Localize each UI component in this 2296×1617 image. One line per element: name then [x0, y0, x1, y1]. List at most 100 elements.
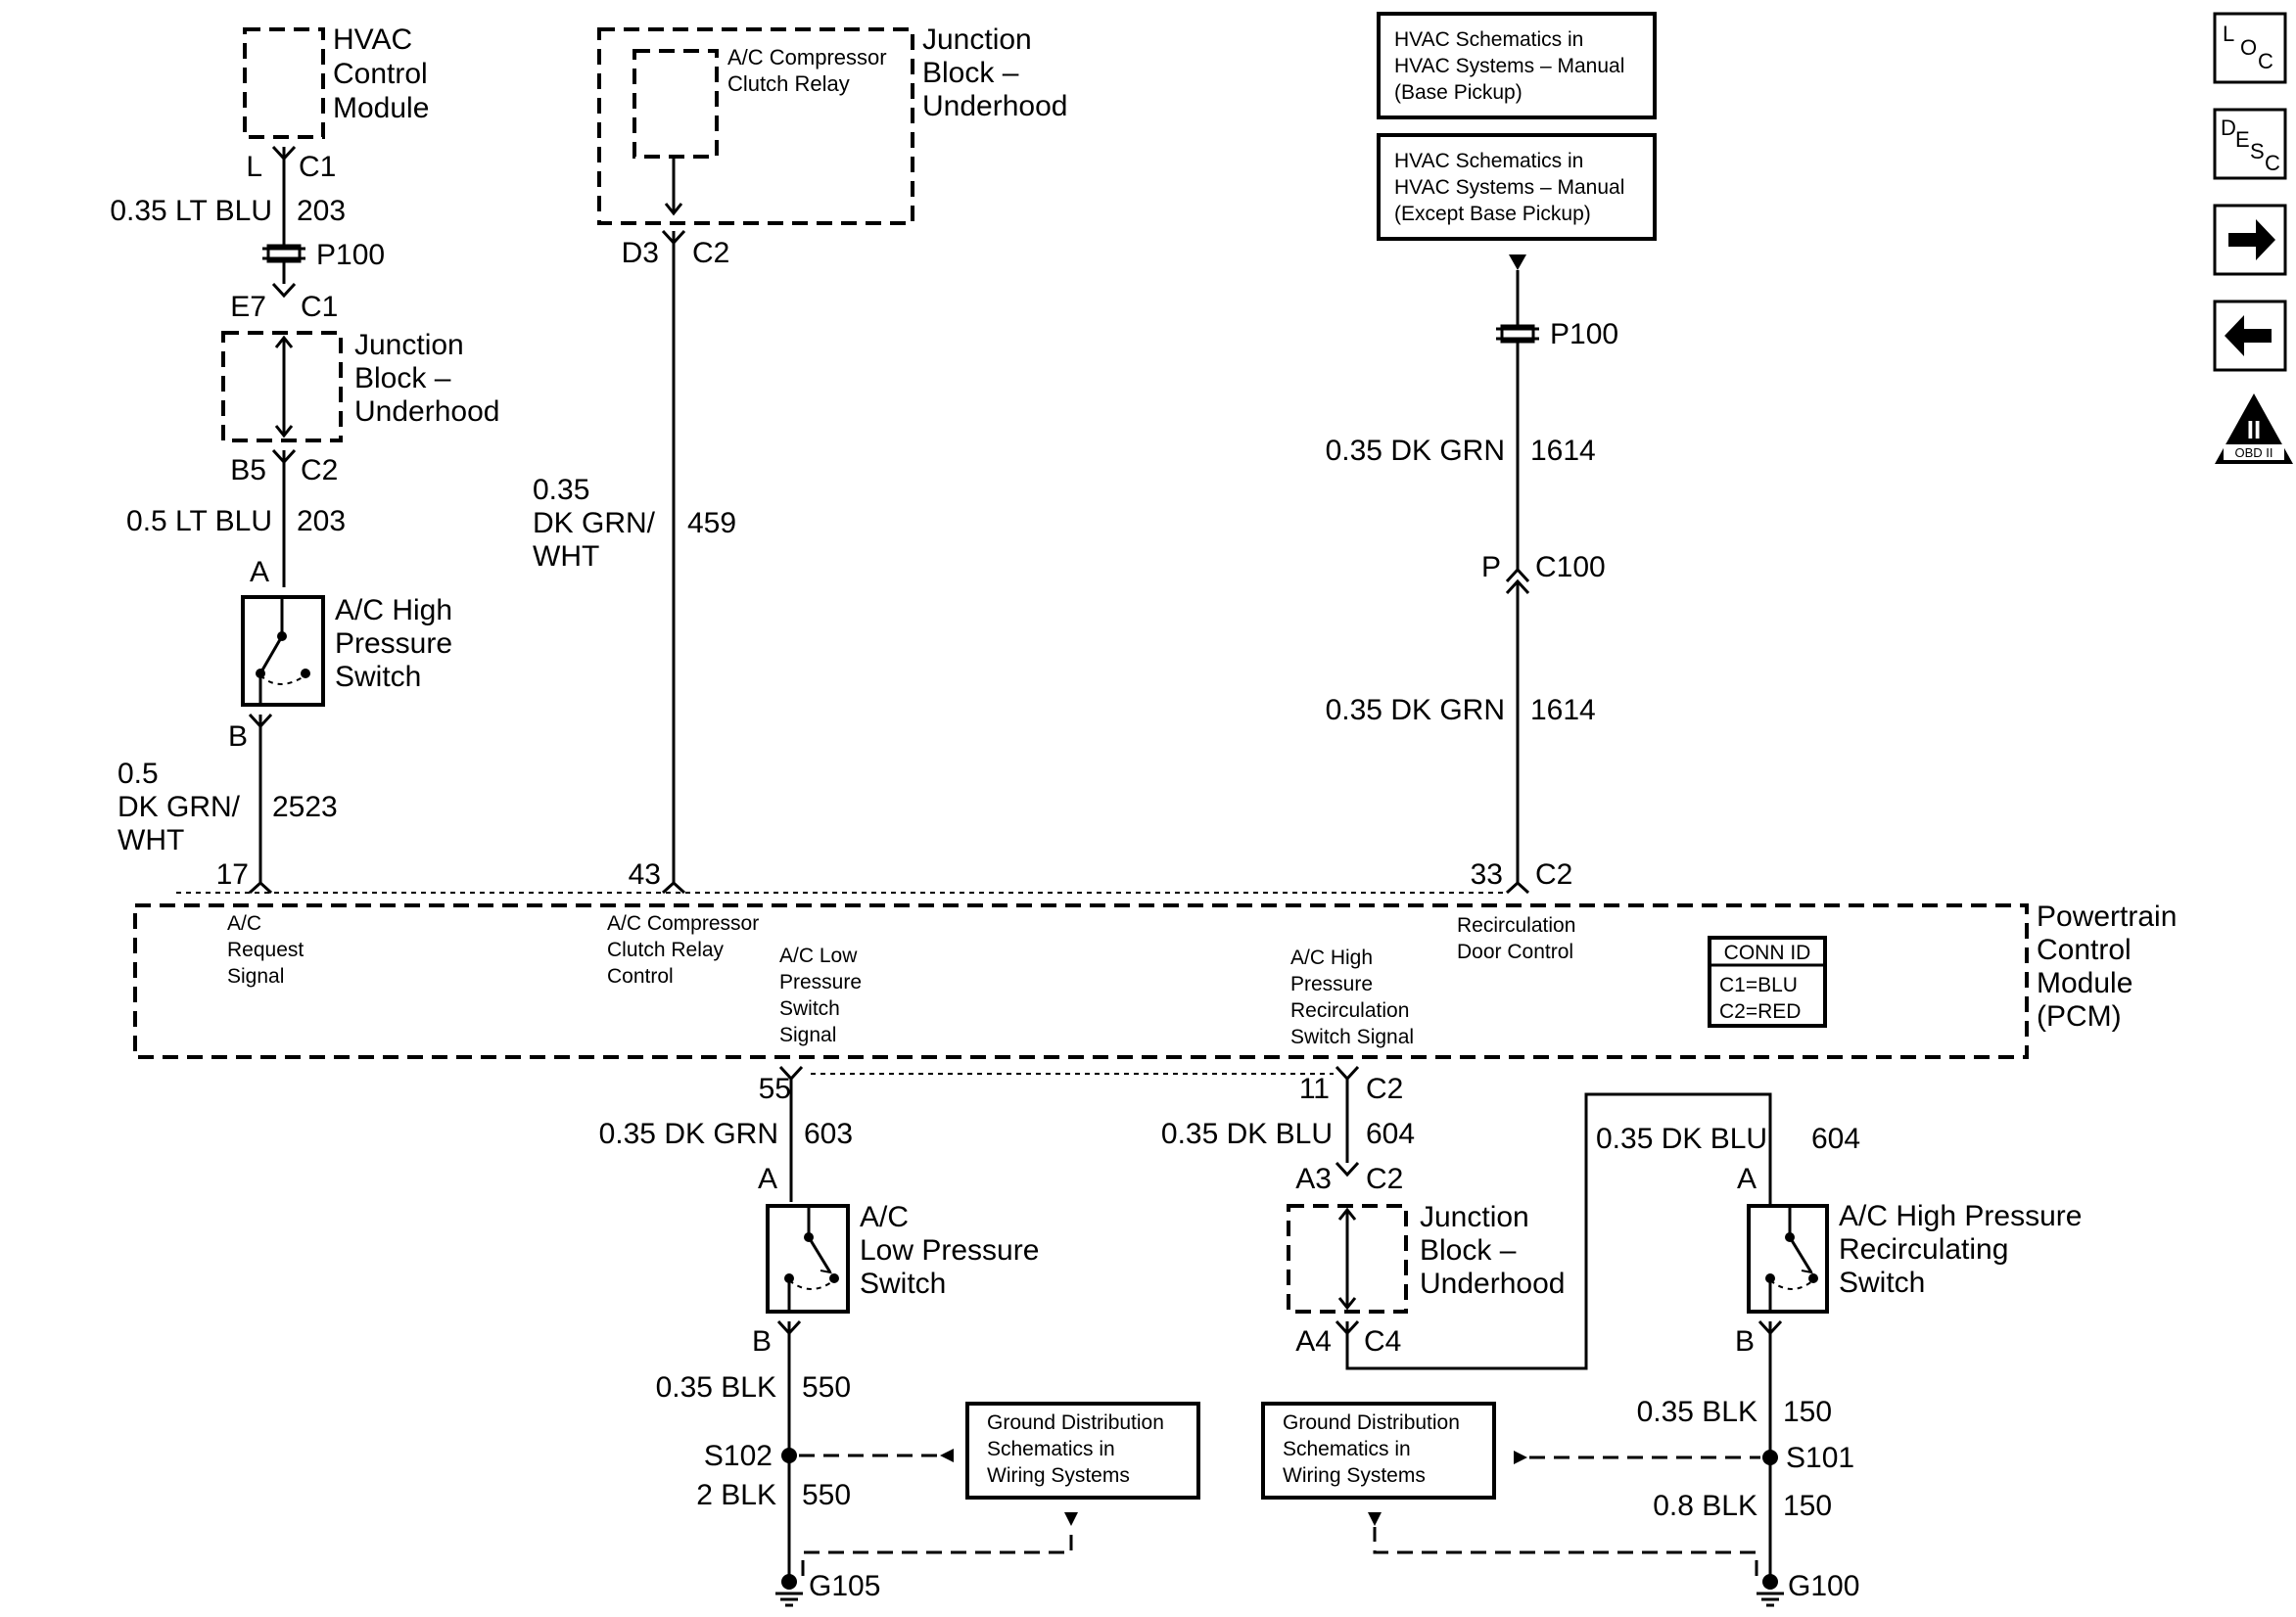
- hvac-schematics-base-pickup-ref[interactable]: HVAC Schematics in HVAC Systems – Manual…: [1377, 12, 1657, 119]
- hp-switch-pin-a: A: [250, 556, 269, 588]
- wire-604-pcm-circuit: 604: [1366, 1118, 1415, 1150]
- high-recirc-column: 11 C2 0.35 DK BLU 604 A3 C2 Junction Blo…: [1161, 1065, 2082, 1607]
- wire-150-lower-size-color: 0.8 BLK: [1653, 1490, 1757, 1522]
- pcm-conn-c2-bottom: C2: [1366, 1073, 1403, 1105]
- loc-letter-1: L: [2223, 22, 2234, 46]
- jb3-connector-c2-symbol: [1335, 1161, 1360, 1178]
- wire-550-upper-circuit: 550: [802, 1371, 851, 1404]
- wire-550-lower-size-color: 2 BLK: [696, 1479, 776, 1511]
- ref-base-line-3: (Base Pickup): [1394, 81, 1523, 104]
- ground-ref-right-line-1: Ground Distribution: [1283, 1411, 1460, 1434]
- ground-g105-symbol: [775, 1574, 803, 1607]
- obd-ii-icon[interactable]: II OBD II: [2215, 393, 2293, 464]
- wire-1614-upper-size-color: 0.35 DK GRN: [1326, 435, 1505, 467]
- splice-s101-dot: [1762, 1450, 1778, 1465]
- g100-ref-dash: [1373, 1527, 1758, 1576]
- sig-relay-2: Clutch Relay: [607, 939, 725, 961]
- junction-block-underhood-box-2: [597, 27, 914, 225]
- ground-ref-right-line-2: Schematics in: [1283, 1438, 1411, 1460]
- low-switch-symbol: [784, 1208, 839, 1310]
- p100-label-right: P100: [1550, 318, 1618, 350]
- sig-low-2: Pressure: [779, 971, 862, 993]
- wire-203-upper-size-color: 0.35 LT BLU: [110, 195, 272, 227]
- jb-conn-c2: C2: [301, 454, 338, 486]
- ref-except-line-1: HVAC Schematics in: [1394, 150, 1583, 172]
- jb-internal-arrows-1: [274, 335, 294, 439]
- pcm-pin-55: 55: [759, 1073, 791, 1105]
- wire-550-upper-size-color: 0.35 BLK: [656, 1371, 776, 1404]
- jb3-pin-a4: A4: [1295, 1325, 1332, 1358]
- sig-low-1: A/C Low: [779, 945, 858, 967]
- desc-letter-3: S: [2250, 139, 2265, 163]
- desc-letter-2: E: [2235, 127, 2250, 152]
- hvac-module-label-1: HVAC: [333, 23, 412, 56]
- recirc-switch-pin-b: B: [1735, 1325, 1755, 1358]
- jb3-label-3: Underhood: [1420, 1268, 1565, 1300]
- loc-icon-frame: [2213, 12, 2287, 84]
- ground-distribution-ref-right[interactable]: Ground Distribution Schematics in Wiring…: [1261, 1402, 1496, 1500]
- splice-s101-label: S101: [1786, 1442, 1854, 1474]
- ref-pointer-arrow: [1509, 254, 1526, 270]
- desc-icon[interactable]: D E S C: [2213, 108, 2287, 180]
- wire-2523-size: 0.5: [117, 758, 159, 790]
- sig-high-recirc-3: Recirculation: [1290, 999, 1409, 1022]
- hvac-pin-l: L: [246, 151, 262, 183]
- ground-ref-left-line-1: Ground Distribution: [987, 1411, 1164, 1434]
- ref-except-line-3: (Except Base Pickup): [1394, 203, 1591, 225]
- jb2-label-3: Underhood: [922, 90, 1067, 122]
- loc-icon[interactable]: L O C: [2213, 12, 2287, 84]
- sig-high-recirc-1: A/C High: [1290, 947, 1373, 969]
- conn-id-c1: C1=BLU: [1719, 974, 1798, 996]
- jb3-label-1: Junction: [1420, 1201, 1529, 1233]
- ground-distribution-ref-left[interactable]: Ground Distribution Schematics in Wiring…: [965, 1402, 1200, 1500]
- right-arrow-frame: [2213, 204, 2287, 276]
- ground-g100-symbol: [1757, 1574, 1784, 1607]
- sig-recirc-door-1: Recirculation: [1457, 914, 1575, 937]
- pcm-connector-43: [661, 880, 686, 895]
- pcm-title-2: Control: [2037, 934, 2132, 966]
- left-arrow-glyph: [2225, 315, 2272, 356]
- wire-604-loop: [1345, 1092, 1772, 1370]
- desc-letter-1: D: [2221, 116, 2236, 140]
- relay-label-2: Clutch Relay: [727, 71, 850, 96]
- pcm-box: [133, 903, 2029, 1059]
- jb3-label-2: Block –: [1420, 1234, 1517, 1267]
- left-arrow-icon[interactable]: [2213, 300, 2287, 372]
- wire-604-loop-size-color: 0.35 DK BLU: [1596, 1123, 1767, 1155]
- jb1-label-1: Junction: [354, 329, 464, 361]
- ac-low-pressure-switch-box: [766, 1204, 850, 1314]
- wire-203-upper-circuit: 203: [297, 195, 346, 227]
- pcm-pin-33: 33: [1471, 858, 1503, 891]
- jb3-conn-c4: C4: [1364, 1325, 1401, 1358]
- right-arrow-icon[interactable]: [2213, 204, 2287, 276]
- sig-ac-request-1: A/C: [227, 912, 261, 935]
- wire-1614-upper-circuit: 1614: [1530, 435, 1596, 467]
- hvac-schematics-except-base-ref[interactable]: HVAC Schematics in HVAC Systems – Manual…: [1377, 133, 1657, 241]
- sig-recirc-door-2: Door Control: [1457, 941, 1573, 963]
- pcm-title-3: Module: [2037, 967, 2132, 999]
- sig-low-4: Signal: [779, 1024, 836, 1046]
- desc-icon-frame: [2213, 108, 2287, 180]
- sig-high-recirc-2: Pressure: [1290, 973, 1373, 995]
- conn-id-c2: C2=RED: [1719, 1000, 1801, 1023]
- jb-pin-b5: B5: [230, 454, 266, 486]
- hp-switch-label-3: Switch: [335, 661, 421, 693]
- desc-letter-4: C: [2265, 151, 2280, 175]
- wire-2523-color-1: DK GRN/: [117, 791, 241, 823]
- c100-label: C100: [1535, 551, 1606, 583]
- wire-459-circuit: 459: [687, 507, 736, 539]
- wire-1614-lower-size-color: 0.35 DK GRN: [1326, 694, 1505, 726]
- right-arrow-glyph: [2228, 219, 2275, 260]
- wire-604-loop-circuit: 604: [1811, 1123, 1860, 1155]
- wire-2523-circuit: 2523: [272, 791, 338, 823]
- splice-s102-label: S102: [704, 1440, 773, 1472]
- wire-603-size-color: 0.35 DK GRN: [599, 1118, 778, 1150]
- wire-459-color-1: DK GRN/: [533, 507, 656, 539]
- low-switch-column: 55 0.35 DK GRN 603 A A/C Low Pressure Sw…: [599, 1065, 1078, 1607]
- relay-pin-d3: D3: [622, 237, 659, 269]
- recirc-switch-label-2: Recirculating: [1839, 1233, 2008, 1266]
- jb-connector-c1-symbol: [271, 282, 297, 299]
- pcm-pin-11: 11: [1299, 1073, 1330, 1105]
- hp-switch-symbol: [256, 599, 310, 703]
